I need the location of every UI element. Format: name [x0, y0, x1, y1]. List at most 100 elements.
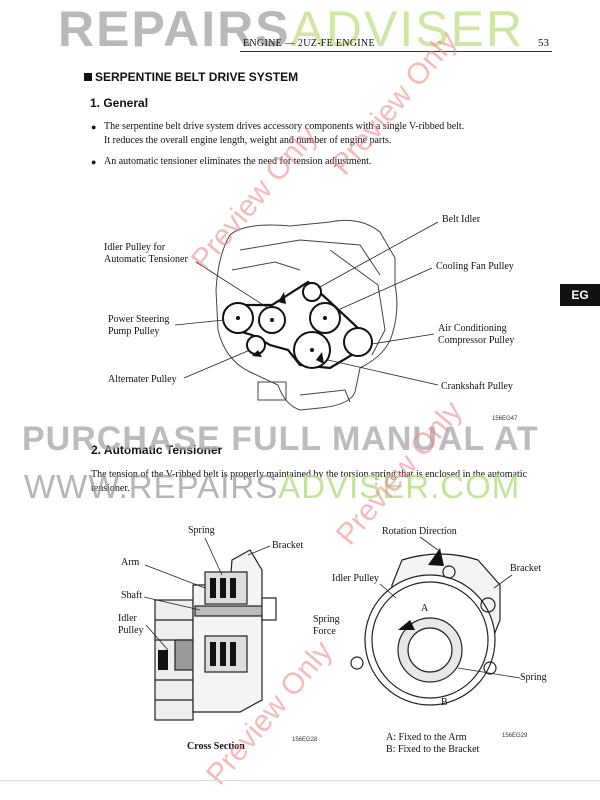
- engine-detail: [329, 249, 386, 356]
- square-bullet-icon: [84, 73, 92, 81]
- label-alternator-pulley: Alternater Pulley: [108, 374, 177, 385]
- idler-pulley-rim: [371, 581, 489, 699]
- watermark-logo: REPAIRSADVISER: [58, 4, 524, 54]
- page-bottom-rule: [0, 780, 600, 781]
- watermark-url-part2: ADVISER.COM: [278, 468, 521, 505]
- general-heading: 1. General: [90, 96, 149, 110]
- label-spring-force: Spring Force: [313, 614, 340, 638]
- watermark-logo-part1: REPAIRS: [58, 1, 291, 57]
- leader-line: [337, 267, 433, 311]
- label-line: Air Conditioning: [438, 323, 507, 334]
- rotation-direction-arrow-icon: [428, 548, 444, 566]
- label-fixed-to-arm: A: Fixed to the Arm: [386, 732, 467, 743]
- pulley-hub: [323, 316, 327, 320]
- mount-hole: [483, 661, 497, 675]
- label-line: Force: [313, 626, 336, 637]
- leader-line: [143, 596, 201, 611]
- belt-drive-diagram: [174, 219, 439, 411]
- bolt-head: [158, 650, 168, 670]
- engine-detail: [299, 389, 351, 403]
- spring-coil: [220, 578, 226, 598]
- bracket-mount: [261, 597, 277, 621]
- section-title: SERPENTINE BELT DRIVE SYSTEM: [84, 70, 298, 84]
- label-cooling-fan-pulley: Cooling Fan Pulley: [436, 261, 514, 272]
- page-number: 53: [538, 37, 549, 49]
- label-line: Idler Pulley for: [104, 242, 166, 253]
- mount-hole: [480, 597, 496, 613]
- ac-compressor-pulley: [343, 327, 373, 357]
- leader-line: [247, 545, 271, 556]
- bullet-dot-icon: ●: [91, 157, 97, 167]
- leader-line: [183, 349, 251, 379]
- section-title-text: SERPENTINE BELT DRIVE SYSTEM: [95, 70, 299, 84]
- general-bullet-1-line1: The serpentine belt drive system drives …: [104, 121, 465, 132]
- belt-direction-arrow-icon: [252, 350, 262, 357]
- belt-direction-arrow-icon: [278, 292, 286, 304]
- leader-line: [174, 319, 225, 326]
- leader-line: [493, 574, 513, 589]
- header-rule: [240, 51, 552, 52]
- mount-hole: [350, 656, 364, 670]
- label-cross-section: Cross Section: [187, 741, 245, 752]
- label-idler-automatic-tensioner: Idler Pulley for Automatic Tensioner: [104, 242, 188, 266]
- mount-hole: [442, 565, 456, 579]
- pulley-hub: [270, 318, 274, 322]
- leader-line: [317, 221, 439, 289]
- label-fixed-to-bracket: B: Fixed to the Bracket: [386, 744, 480, 755]
- label-line: Pump Pulley: [108, 326, 160, 337]
- pulley-hub: [236, 316, 240, 320]
- tensioner-description-line2: tensioner.: [91, 483, 130, 494]
- tensioner-diagrams: [143, 536, 521, 721]
- serpentine-belt: [226, 280, 362, 370]
- general-bullet-1: The serpentine belt drive system drives …: [104, 120, 464, 148]
- label-arm: Arm: [121, 557, 140, 568]
- label-power-steering-pulley: Power Steering Pump Pulley: [108, 314, 169, 338]
- bullet-dot-icon: ●: [91, 122, 97, 132]
- watermark-url-part1: WWW.REPAIRS: [24, 468, 279, 505]
- label-crankshaft-pulley: Crankshaft Pulley: [441, 381, 513, 392]
- label-shaft: Shaft: [121, 590, 143, 601]
- label-point-b: B: [441, 697, 448, 708]
- spring-coil: [210, 578, 216, 598]
- spring-coil: [230, 578, 236, 598]
- shaft-section: [194, 605, 266, 617]
- tensioner-description-line1: The tension of the V-ribbed belt is prop…: [91, 469, 528, 480]
- leader-line: [145, 624, 169, 651]
- page-header-title: ENGINE — 2UZ-FE ENGINE: [243, 38, 375, 49]
- general-bullet-2: An automatic tensioner eliminates the ne…: [104, 156, 372, 167]
- label-spring-right: Spring: [520, 672, 547, 683]
- leader-line: [327, 359, 439, 386]
- leader-line: [419, 536, 439, 551]
- label-line: Automatic Tensioner: [104, 254, 188, 265]
- leader-line: [371, 333, 435, 345]
- engine-detail: [239, 239, 381, 276]
- label-idler-pulley-left: Idler Pulley: [118, 613, 144, 637]
- general-bullet-1-line2: It reduces the overall engine length, we…: [104, 135, 392, 146]
- spring-inner: [407, 627, 453, 673]
- figure2-left-reference: 156EG28: [292, 737, 318, 743]
- tensioner-description: The tension of the V-ribbed belt is prop…: [91, 468, 527, 496]
- label-line: Idler: [118, 613, 137, 624]
- belt-idler-pulley: [302, 282, 322, 302]
- label-line: Spring: [313, 614, 340, 625]
- label-line: Compressor Pulley: [438, 335, 515, 346]
- label-idler-pulley-right: Idler Pulley: [332, 573, 379, 584]
- tensioner-heading: 2. Automatic Tensioner: [91, 443, 223, 457]
- watermark-url: WWW.REPAIRSADVISER.COM: [24, 468, 520, 506]
- label-ac-compressor-pulley: Air Conditioning Compressor Pulley: [438, 323, 514, 347]
- engine-outline: [215, 219, 398, 411]
- label-line: Pulley: [118, 625, 144, 636]
- spring-coil: [210, 642, 216, 666]
- label-spring: Spring: [188, 525, 215, 536]
- leader-line: [379, 583, 397, 599]
- leader-line: [195, 261, 269, 309]
- label-bracket: Bracket: [272, 540, 304, 551]
- watermark-logo-part2: ADVISER: [290, 1, 525, 57]
- section-tab-eg: EG: [560, 284, 600, 306]
- spring-coil: [220, 642, 226, 666]
- label-belt-idler: Belt Idler: [442, 214, 481, 225]
- watermark-purchase-text: PURCHASE FULL MANUAL AT: [22, 420, 539, 458]
- bearing-section: [174, 639, 196, 671]
- pulley-hub: [310, 348, 314, 352]
- figure1-reference: 156EG47: [492, 416, 518, 422]
